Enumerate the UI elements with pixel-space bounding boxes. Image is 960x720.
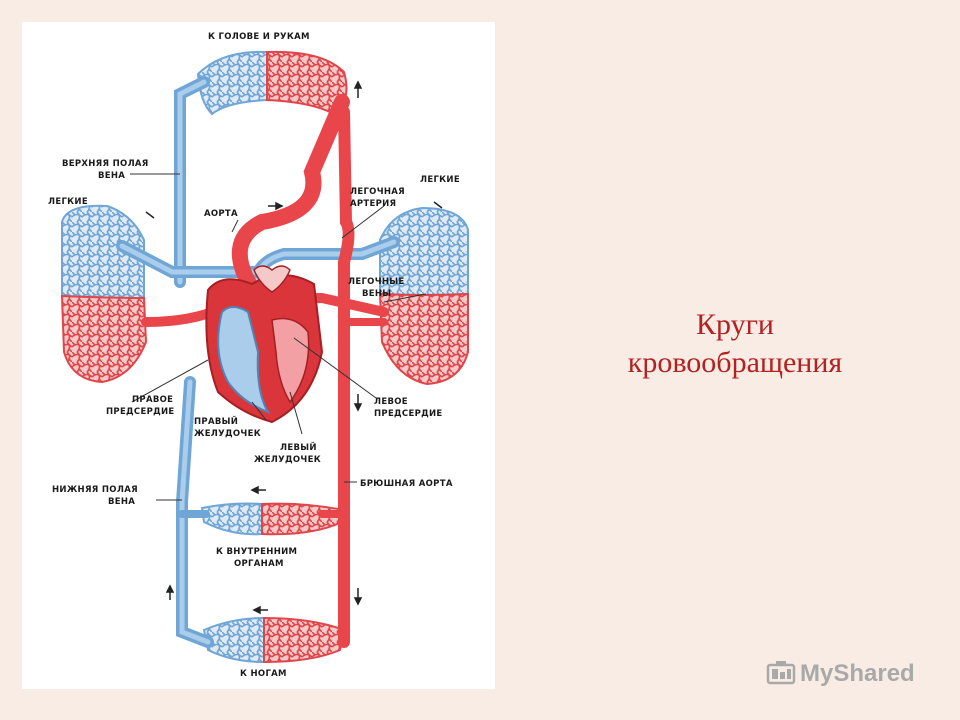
heart [205, 265, 324, 424]
label-pulmonary-artery: ЛЕГОЧНАЯ [350, 187, 405, 197]
label-right-ventricle-2: ЖЕЛУДОЧЕК [194, 429, 261, 439]
slide-title-line2: кровообращения [627, 346, 843, 379]
myshared-brand-text: MyShared [800, 660, 915, 687]
circulation-diagram: К ГОЛОВЕ И РУКАМ ВЕРХНЯЯ ПОЛАЯ ВЕНА ЛЕГК… [48, 32, 469, 679]
label-abdominal-aorta: БРЮШНАЯ АОРТА [360, 479, 453, 489]
label-right-atrium: ПРАВОЕ [132, 395, 173, 405]
label-left-ventricle-2: ЖЕЛУДОЧЕК [254, 455, 321, 465]
label-lungs-left: ЛЕГКИЕ [48, 197, 88, 207]
legs-capillary-bed [202, 616, 346, 664]
diagram-labels: К ГОЛОВЕ И РУКАМ ВЕРХНЯЯ ПОЛАЯ ВЕНА ЛЕГК… [48, 32, 460, 679]
label-right-atrium-2: ПРЕДСЕРДИЕ [106, 407, 175, 417]
label-internal-organs: К ВНУТРЕННИМ [216, 547, 297, 557]
myshared-watermark: MyShared [766, 656, 936, 692]
internal-organs-capillary-bed [200, 502, 346, 536]
slide-title: Круги кровообращения [560, 306, 910, 382]
label-pulmonary-artery-2: АРТЕРИЯ [350, 199, 396, 209]
label-aorta: АОРТА [204, 209, 238, 219]
label-left-ventricle: ЛЕВЫЙ [280, 441, 317, 453]
slide-title-line1: Круги [696, 308, 774, 341]
label-superior-vena-cava-2: ВЕНА [98, 171, 125, 181]
myshared-logo-icon [766, 661, 796, 685]
flow-arrows [145, 80, 443, 615]
circulation-diagram-panel: К ГОЛОВЕ И РУКАМ ВЕРХНЯЯ ПОЛАЯ ВЕНА ЛЕГК… [22, 22, 495, 689]
label-head-arms: К ГОЛОВЕ И РУКАМ [208, 32, 310, 42]
right-lung-capillary-bed [378, 206, 469, 386]
label-legs: К НОГАМ [240, 669, 287, 679]
label-internal-organs-2: ОРГАНАМ [234, 559, 284, 569]
left-lung-capillary-bed [60, 204, 148, 384]
label-lungs-right: ЛЕГКИЕ [420, 175, 460, 185]
label-left-atrium: ЛЕВОЕ [374, 397, 408, 407]
label-inferior-vena-cava: НИЖНЯЯ ПОЛАЯ [52, 485, 138, 495]
label-superior-vena-cava: ВЕРХНЯЯ ПОЛАЯ [62, 159, 149, 169]
label-right-ventricle: ПРАВЫЙ [194, 415, 238, 427]
label-pulmonary-veins: ЛЕГОЧНЫЕ [348, 277, 405, 287]
head-capillary-bed [196, 50, 348, 116]
label-pulmonary-veins-2: ВЕНЫ [362, 289, 391, 299]
label-left-atrium-2: ПРЕДСЕРДИЕ [374, 409, 443, 419]
label-inferior-vena-cava-2: ВЕНА [108, 497, 135, 507]
leader-lines [130, 173, 427, 501]
